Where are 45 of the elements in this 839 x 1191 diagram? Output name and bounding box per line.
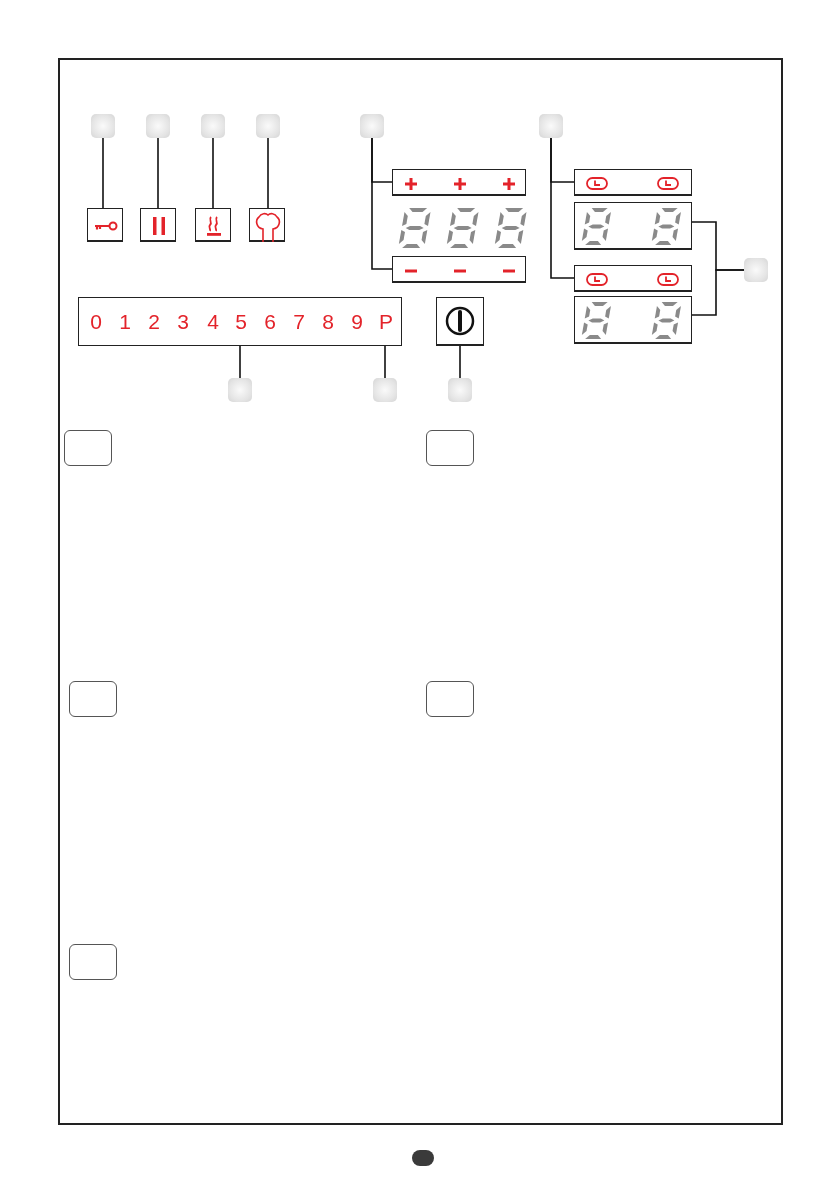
- callout-marker: [91, 114, 115, 138]
- callout-marker: [201, 114, 225, 138]
- level-number: 4: [206, 310, 220, 334]
- plus-key-strip: [392, 169, 526, 196]
- power-button: [436, 297, 484, 346]
- leader-line: [371, 137, 393, 270]
- label-plate: [69, 681, 117, 717]
- leader-line: [157, 137, 159, 209]
- level-number: 1: [118, 310, 132, 334]
- timer-key-strip: [574, 169, 692, 196]
- leader-line: [550, 137, 575, 279]
- level-number: 9: [350, 310, 364, 334]
- pause-button: [140, 208, 176, 242]
- callout-marker: [256, 114, 280, 138]
- leader-line: [212, 137, 214, 209]
- level-number: 8: [321, 310, 335, 334]
- label-plate: [426, 681, 474, 717]
- level-number: 6: [263, 310, 277, 334]
- level-number: 5: [234, 310, 248, 334]
- label-plate: [426, 430, 474, 466]
- leader-line: [239, 345, 241, 379]
- level-number: 2: [147, 310, 161, 334]
- keep-warm-button: [195, 208, 231, 242]
- level-slider: [78, 297, 402, 346]
- leader-line: [384, 345, 386, 379]
- label-plate: [69, 944, 117, 980]
- callout-marker: [448, 378, 472, 402]
- level-number: 7: [292, 310, 306, 334]
- level-number: 0: [89, 310, 103, 334]
- level-number: P: [378, 310, 394, 334]
- minus-key-strip: [392, 256, 526, 283]
- callout-marker: [146, 114, 170, 138]
- label-plate: [64, 430, 112, 466]
- callout-marker: [744, 258, 768, 282]
- leader-line: [691, 269, 745, 316]
- lock-button: [87, 208, 123, 242]
- leader-line: [267, 137, 269, 209]
- level-number: 3: [176, 310, 190, 334]
- leader-line: [459, 345, 461, 379]
- callout-marker: [228, 378, 252, 402]
- leader-line: [102, 137, 104, 209]
- callout-marker: [360, 114, 384, 138]
- callout-marker: [539, 114, 563, 138]
- callout-marker: [373, 378, 397, 402]
- timer-key-strip: [574, 265, 692, 292]
